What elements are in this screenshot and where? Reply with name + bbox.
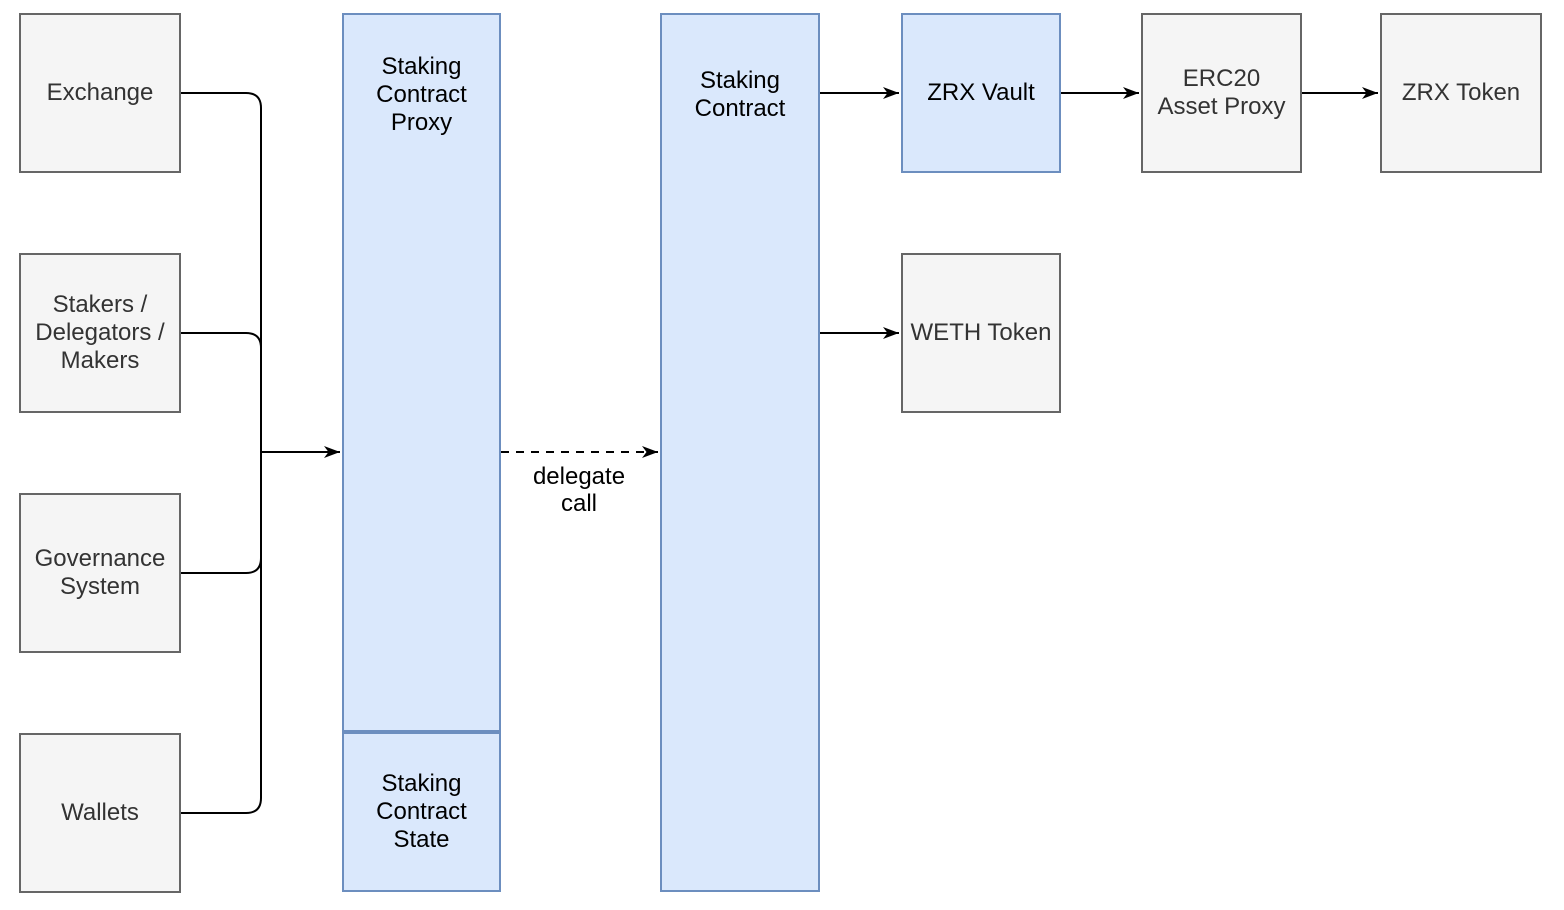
- node-stakers-delegators-makers-label: Stakers / Delegators / Makers: [35, 291, 165, 374]
- node-wallets-label: Wallets: [61, 799, 139, 826]
- delegate-call-label: delegate call: [532, 463, 626, 517]
- node-zrx-vault-label: ZRX Vault: [927, 79, 1035, 106]
- node-staking-contract-proxy-label: Staking Contract Proxy: [376, 53, 467, 136]
- node-zrx-token-label: ZRX Token: [1401, 79, 1521, 106]
- node-weth-token: WETH Token: [901, 253, 1061, 413]
- connector-wallets-to-junction: [181, 452, 262, 814]
- connector-stakers-to-junction: [181, 332, 262, 452]
- node-exchange: Exchange: [19, 13, 181, 173]
- node-erc20-asset-proxy-label: ERC20 Asset Proxy: [1157, 65, 1286, 120]
- connector-exchange-to-junction: [181, 92, 262, 452]
- node-zrx-vault: ZRX Vault: [901, 13, 1061, 173]
- node-staking-contract-label: Staking Contract: [694, 67, 786, 122]
- node-weth-token-label: WETH Token: [910, 319, 1052, 346]
- node-staking-contract-state-label: Staking Contract State: [376, 770, 467, 853]
- node-exchange-label: Exchange: [46, 79, 154, 106]
- node-zrx-token: ZRX Token: [1380, 13, 1542, 173]
- node-wallets: Wallets: [19, 733, 181, 893]
- node-stakers-delegators-makers: Stakers / Delegators / Makers: [19, 253, 181, 413]
- node-staking-contract-proxy: Staking Contract Proxy: [342, 13, 501, 732]
- connector-governance-to-junction: [181, 452, 262, 574]
- node-staking-contract: Staking Contract: [660, 13, 820, 892]
- node-staking-contract-state: Staking Contract State: [342, 732, 501, 892]
- node-governance-system-label: Governance System: [34, 545, 166, 600]
- node-governance-system: Governance System: [19, 493, 181, 653]
- node-erc20-asset-proxy: ERC20 Asset Proxy: [1141, 13, 1302, 173]
